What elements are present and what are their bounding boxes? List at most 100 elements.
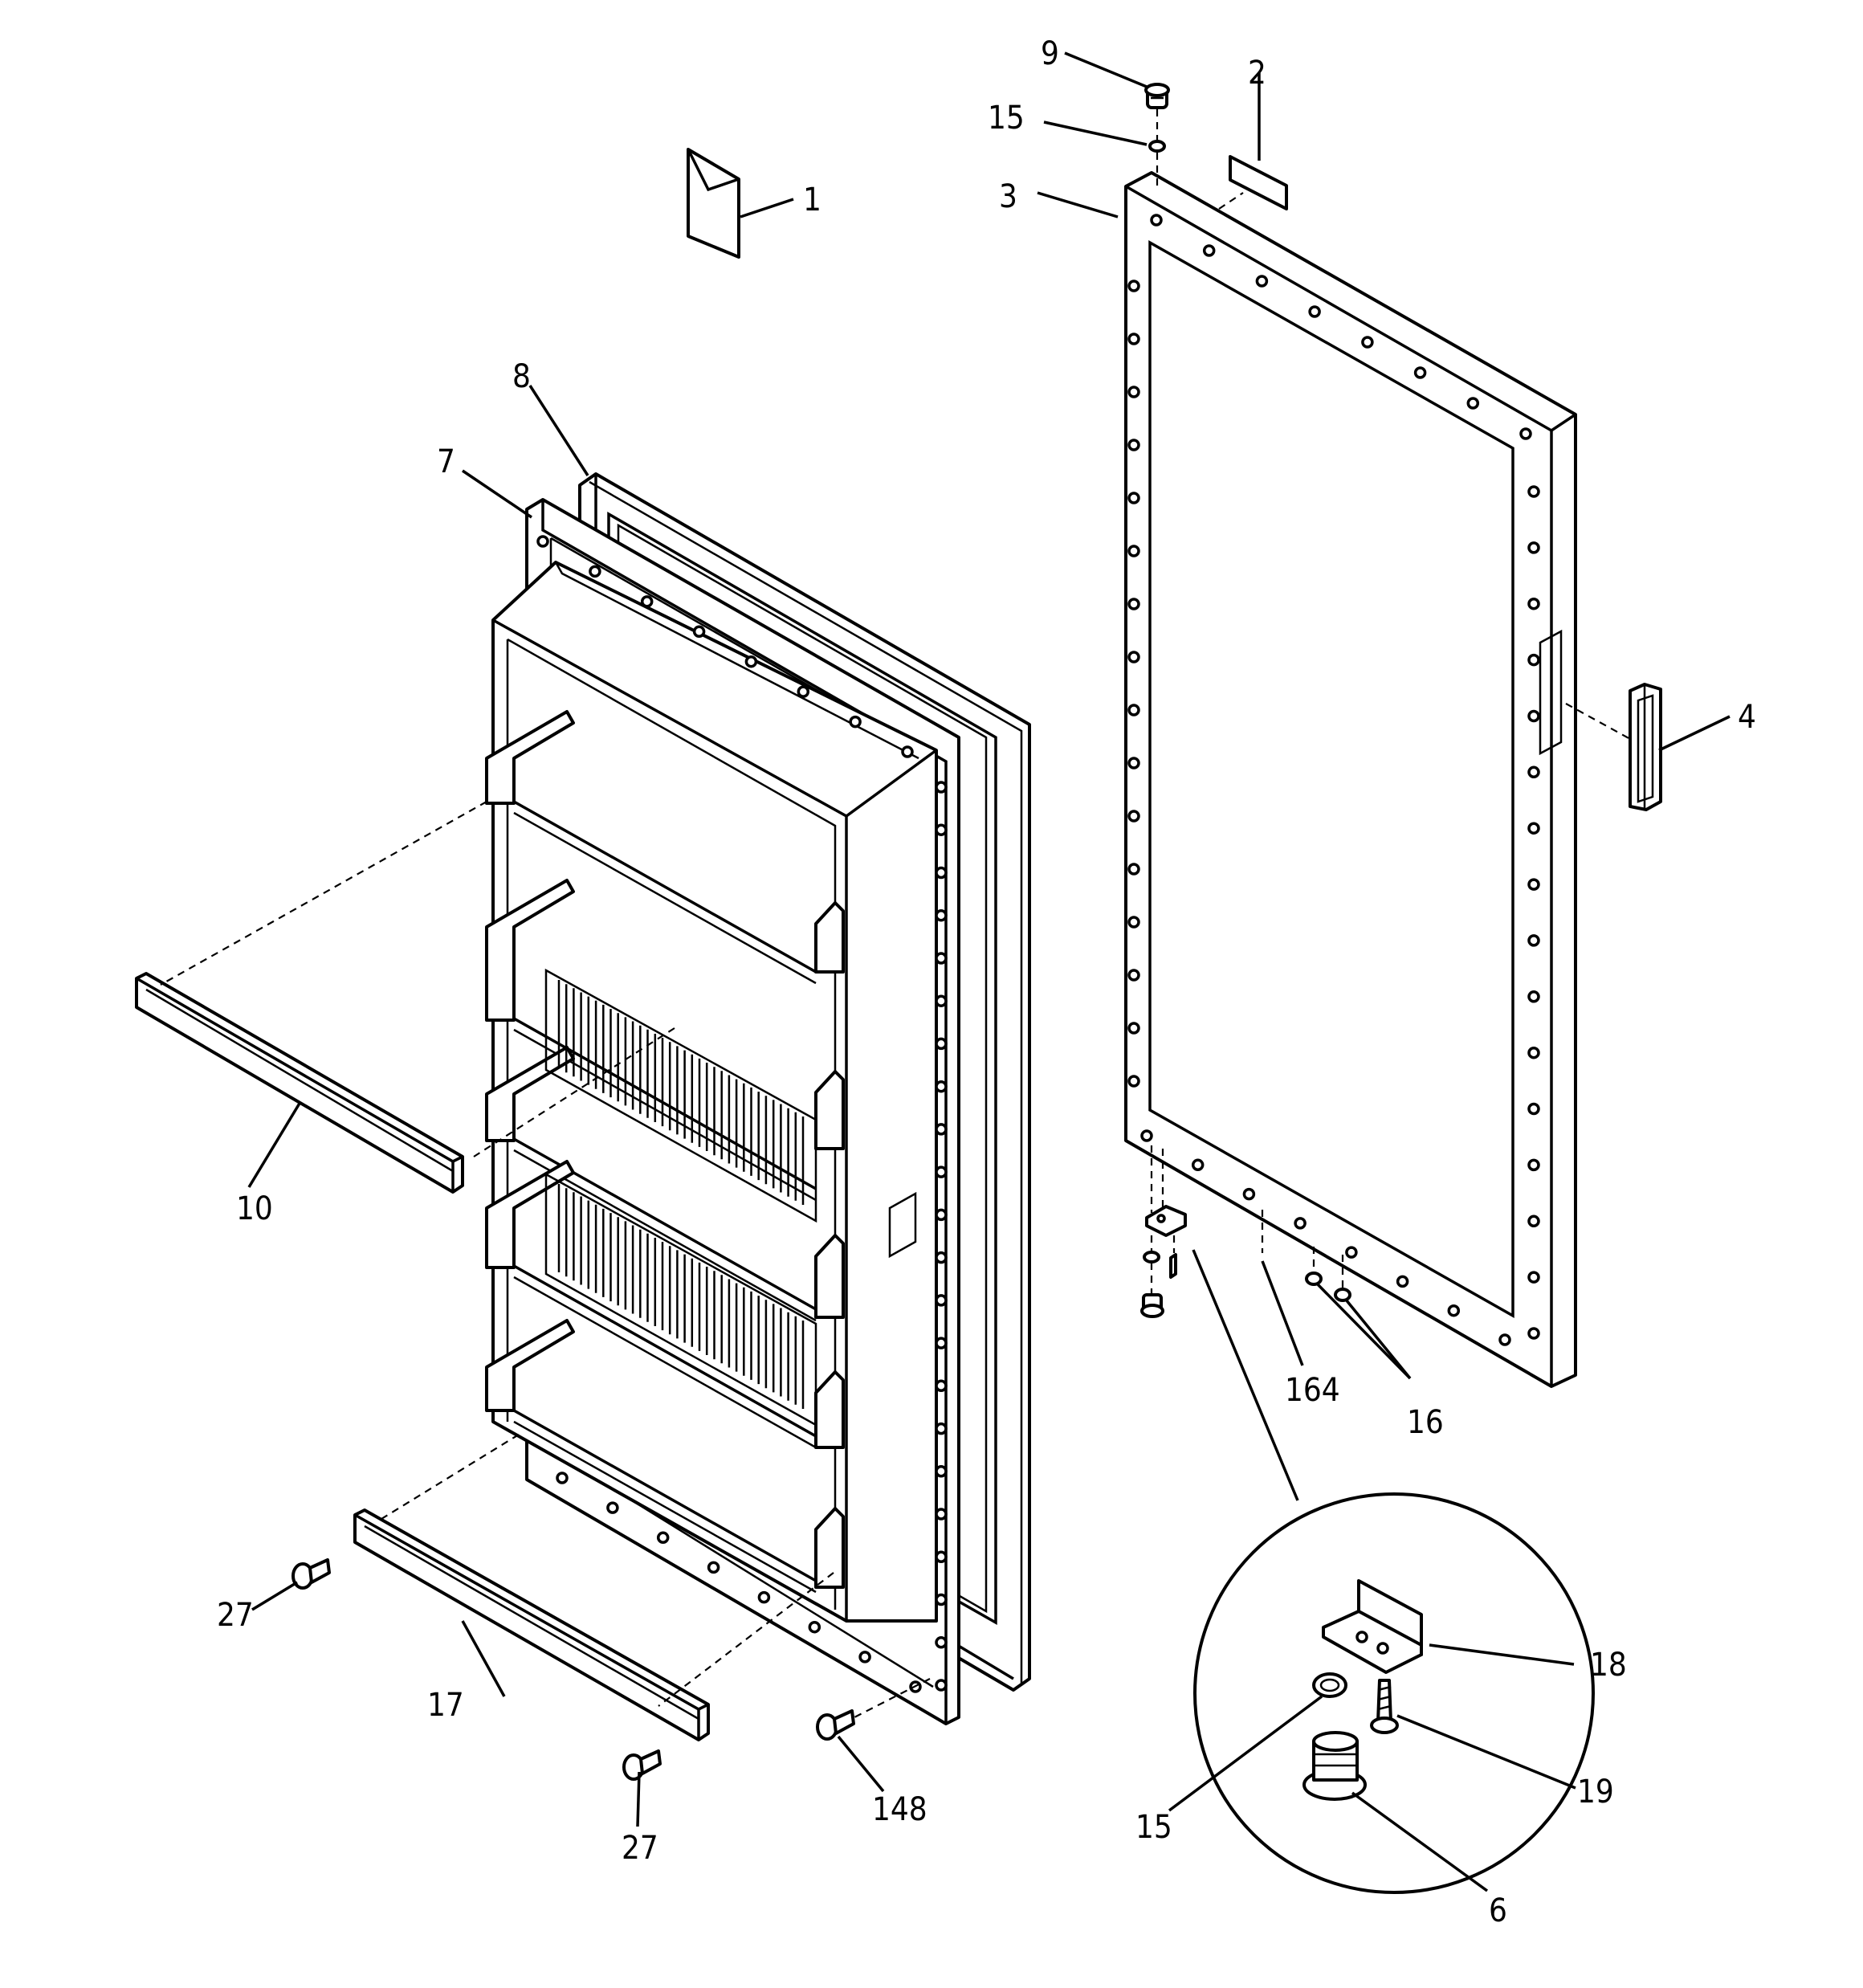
screw-hole: [935, 1508, 948, 1521]
part-17-trim-strip[interactable]: [353, 1508, 710, 1741]
screw-hole: [935, 1080, 948, 1093]
screw-hole: [1127, 810, 1140, 823]
screw-hole: [1150, 214, 1163, 227]
screw-hole: [849, 715, 862, 729]
screw-hole: [935, 994, 948, 1007]
screw-hole: [1140, 1129, 1153, 1142]
screw-hole: [1527, 1271, 1540, 1284]
part-19-screw-detail[interactable]: [1370, 1679, 1399, 1734]
bottom-hinge-small-parts[interactable]: [1140, 1205, 1187, 1318]
part-7-inner-door-liner[interactable]: [485, 498, 960, 1725]
screw-hole: [1527, 990, 1540, 1003]
screw-hole: [744, 655, 758, 668]
callout-10: 10: [236, 1190, 273, 1227]
callout-7: 7: [437, 443, 455, 480]
screw-hole: [1527, 597, 1540, 610]
screw-hole: [1127, 492, 1140, 504]
callout-18: 18: [1590, 1647, 1627, 1684]
part-15-washer-detail[interactable]: [1312, 1672, 1347, 1698]
part-16-screws[interactable]: [1305, 1272, 1351, 1302]
screw-hole: [935, 1465, 948, 1478]
part-15-washer-top[interactable]: [1148, 140, 1166, 153]
screw-hole: [1202, 244, 1216, 257]
shelf-brackets-left: [485, 710, 575, 1412]
screw-hole: [1127, 280, 1140, 292]
screw-hole: [1127, 863, 1140, 876]
screw-hole: [1127, 969, 1140, 982]
screw-hole: [935, 952, 948, 965]
screw-hole: [1127, 439, 1140, 451]
callout-15-top: 15: [988, 100, 1025, 137]
screw-hole: [1527, 934, 1540, 947]
screw-hole: [757, 1590, 771, 1604]
inner-liner-screw-holes: [536, 535, 948, 1693]
callout-2: 2: [1248, 55, 1266, 92]
screw-hole: [1127, 1075, 1140, 1088]
screw-hole: [589, 565, 601, 578]
part-27-rivet-left[interactable]: [291, 1558, 331, 1590]
screw-hole: [1527, 653, 1540, 667]
screw-hole: [935, 1593, 948, 1606]
screw-hole: [1255, 275, 1269, 288]
screw-hole: [935, 1037, 948, 1051]
screw-hole: [1396, 1275, 1409, 1288]
part-18-hinge-bracket[interactable]: [1322, 1579, 1423, 1674]
hinge-detail-circle: [1193, 1492, 1595, 1894]
screw-hole: [935, 1208, 948, 1222]
callout-4: 4: [1738, 699, 1756, 736]
screw-hole: [536, 535, 549, 548]
part-3-outer-door-panel[interactable]: [1124, 171, 1577, 1388]
leader-lines: [247, 51, 1731, 1892]
screw-hole: [1361, 336, 1374, 349]
screw-hole: [1127, 1022, 1140, 1035]
screw-hole: [1527, 1046, 1540, 1059]
screw-hole: [640, 595, 654, 608]
screw-hole: [935, 781, 948, 794]
callout-19: 19: [1577, 1774, 1614, 1810]
part-148-rivet[interactable]: [816, 1709, 855, 1741]
callout-8: 8: [512, 358, 531, 395]
screw-hole: [1527, 1327, 1540, 1340]
screw-hole: [935, 1123, 948, 1136]
screw-hole: [1527, 541, 1540, 554]
screw-hole: [1127, 704, 1140, 716]
screw-hole: [1527, 1158, 1540, 1172]
screw-hole: [1127, 545, 1140, 557]
screw-hole: [1308, 305, 1321, 318]
screw-hole: [797, 685, 810, 698]
screw-hole: [1345, 1246, 1358, 1259]
screw-hole: [935, 1679, 948, 1692]
callout-17: 17: [427, 1687, 464, 1724]
part-2-label[interactable]: [1229, 155, 1288, 210]
assembly-lines: [160, 109, 1631, 1720]
screw-hole: [1127, 916, 1140, 929]
screw-hole: [1191, 1158, 1205, 1172]
callout-3: 3: [999, 178, 1017, 215]
screw-hole: [1242, 1187, 1256, 1201]
callout-15-detail: 15: [1135, 1809, 1172, 1846]
callout-27-bottom: 27: [622, 1830, 658, 1867]
part-10-shelf-rail[interactable]: [135, 972, 464, 1194]
screw-hole: [935, 823, 948, 836]
part-9-hinge-bushing[interactable]: [1144, 83, 1170, 109]
screw-hole: [901, 745, 914, 758]
part-6-bushing-detail[interactable]: [1302, 1731, 1367, 1801]
screw-hole: [808, 1620, 821, 1634]
screw-hole: [935, 1379, 948, 1393]
screw-hole: [1527, 1214, 1540, 1228]
screw-hole: [935, 908, 948, 922]
screw-hole: [935, 1251, 948, 1264]
screw-hole: [1127, 757, 1140, 769]
screw-hole: [1527, 709, 1540, 723]
screw-hole: [1447, 1304, 1461, 1317]
callout-labels: 1 2 3 4 6 7 8 9 10 15 15 16 17 18 19 27 …: [217, 35, 1756, 1929]
screw-hole: [935, 1550, 948, 1564]
part-4-door-handle[interactable]: [1629, 683, 1662, 811]
screw-hole: [1527, 765, 1540, 779]
screw-hole: [1527, 1102, 1540, 1116]
screw-hole: [1527, 485, 1540, 498]
screw-hole: [858, 1651, 871, 1663]
part-27-rivet-bottom[interactable]: [622, 1749, 662, 1781]
part-1-literature-envelope[interactable]: [687, 148, 740, 259]
